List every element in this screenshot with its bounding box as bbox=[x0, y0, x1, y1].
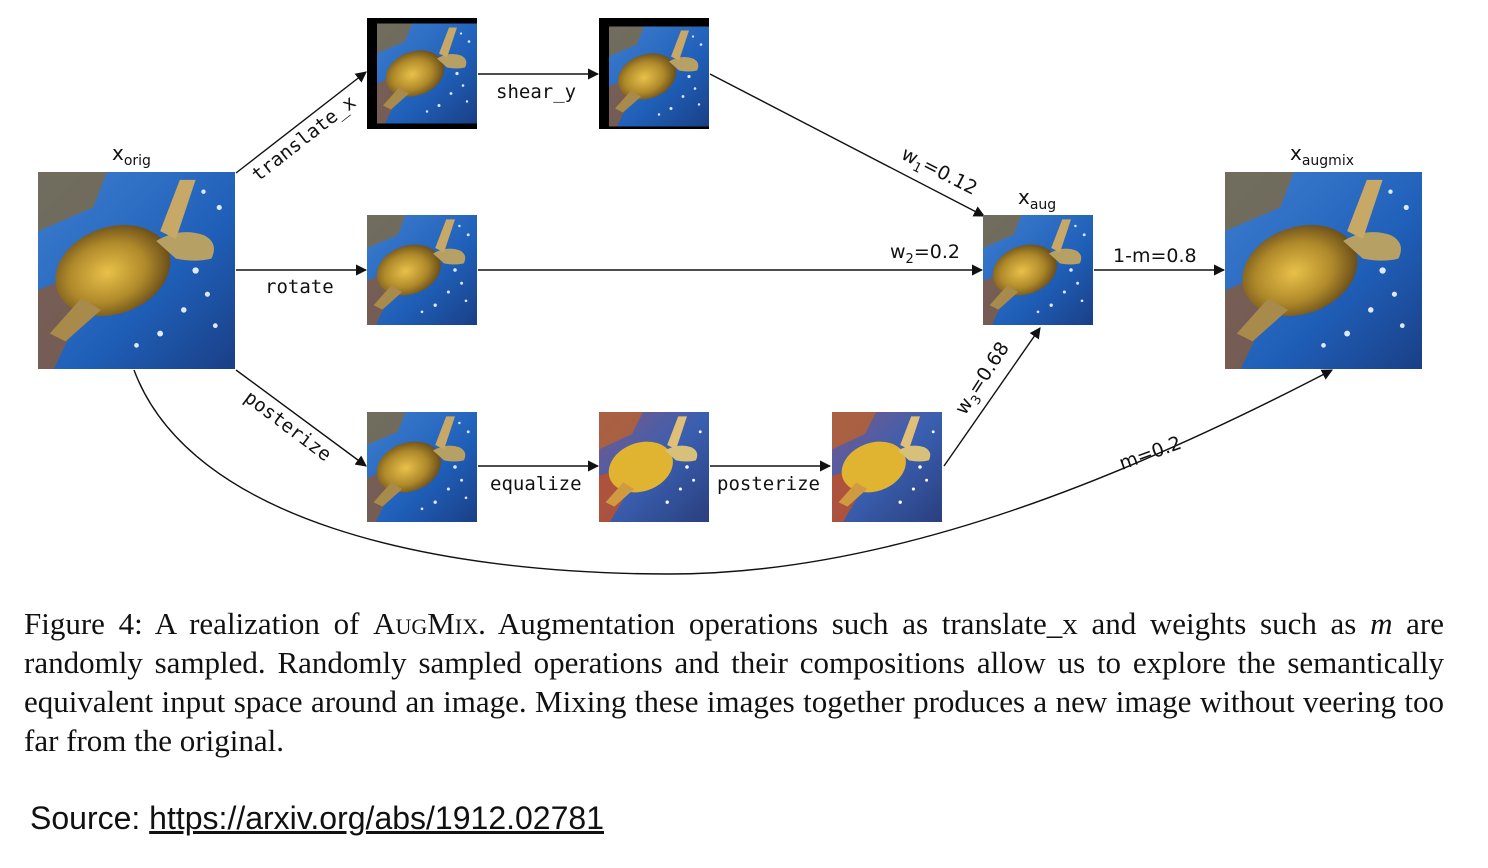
label-shear-y: shear_y bbox=[496, 81, 576, 103]
caption-var: m bbox=[1370, 606, 1393, 641]
edge-posterize-1 bbox=[235, 369, 367, 467]
source-line: Source: https://arxiv.org/abs/1912.02781 bbox=[30, 800, 604, 837]
label-w1: w1=0.12 bbox=[896, 143, 981, 203]
label-x-orig: xorig bbox=[112, 141, 151, 169]
image-equalize bbox=[599, 412, 709, 522]
label-rotate: rotate bbox=[265, 276, 334, 298]
images bbox=[38, 18, 1422, 522]
edge-m bbox=[133, 369, 1333, 575]
image-x-aug bbox=[983, 215, 1093, 325]
caption-prefix: Figure 4: A realization of bbox=[24, 606, 374, 641]
image-translate-x bbox=[367, 18, 477, 129]
figure-caption: Figure 4: A realization of AugMix. Augme… bbox=[24, 604, 1444, 760]
image-shear-y bbox=[599, 18, 709, 129]
source-link[interactable]: https://arxiv.org/abs/1912.02781 bbox=[149, 800, 604, 836]
image-x-augmix bbox=[1225, 172, 1422, 369]
augmix-diagram: xorig xaug xaugmix translate_x shear_y r… bbox=[38, 18, 1422, 575]
image-posterize-1 bbox=[367, 412, 477, 522]
label-translate-x: translate_x bbox=[248, 91, 361, 186]
caption-method: AugMix bbox=[373, 606, 479, 641]
label-posterize-2: posterize bbox=[717, 473, 820, 495]
label-x-aug: xaug bbox=[1018, 185, 1056, 213]
source-label: Source: bbox=[30, 800, 150, 836]
label-posterize-1: posterize bbox=[240, 386, 335, 466]
label-m: m=0.2 bbox=[1116, 432, 1184, 475]
label-w2: w2=0.2 bbox=[890, 241, 960, 267]
caption-part1: . Augmentation operations such as transl… bbox=[478, 606, 1371, 641]
label-x-augmix: xaugmix bbox=[1290, 141, 1354, 169]
image-rotate bbox=[367, 215, 477, 325]
edge-w1 bbox=[709, 73, 985, 217]
label-equalize: equalize bbox=[490, 473, 582, 495]
edge-translate-x bbox=[235, 71, 367, 174]
edge-w3 bbox=[943, 327, 1041, 467]
label-one-minus-m: 1-m=0.8 bbox=[1113, 245, 1197, 267]
caption-part2: are randomly sampled. Randomly sampled o… bbox=[24, 606, 1445, 758]
edges bbox=[133, 68, 1333, 575]
image-posterize-2 bbox=[832, 412, 942, 522]
image-x-orig bbox=[38, 172, 235, 369]
